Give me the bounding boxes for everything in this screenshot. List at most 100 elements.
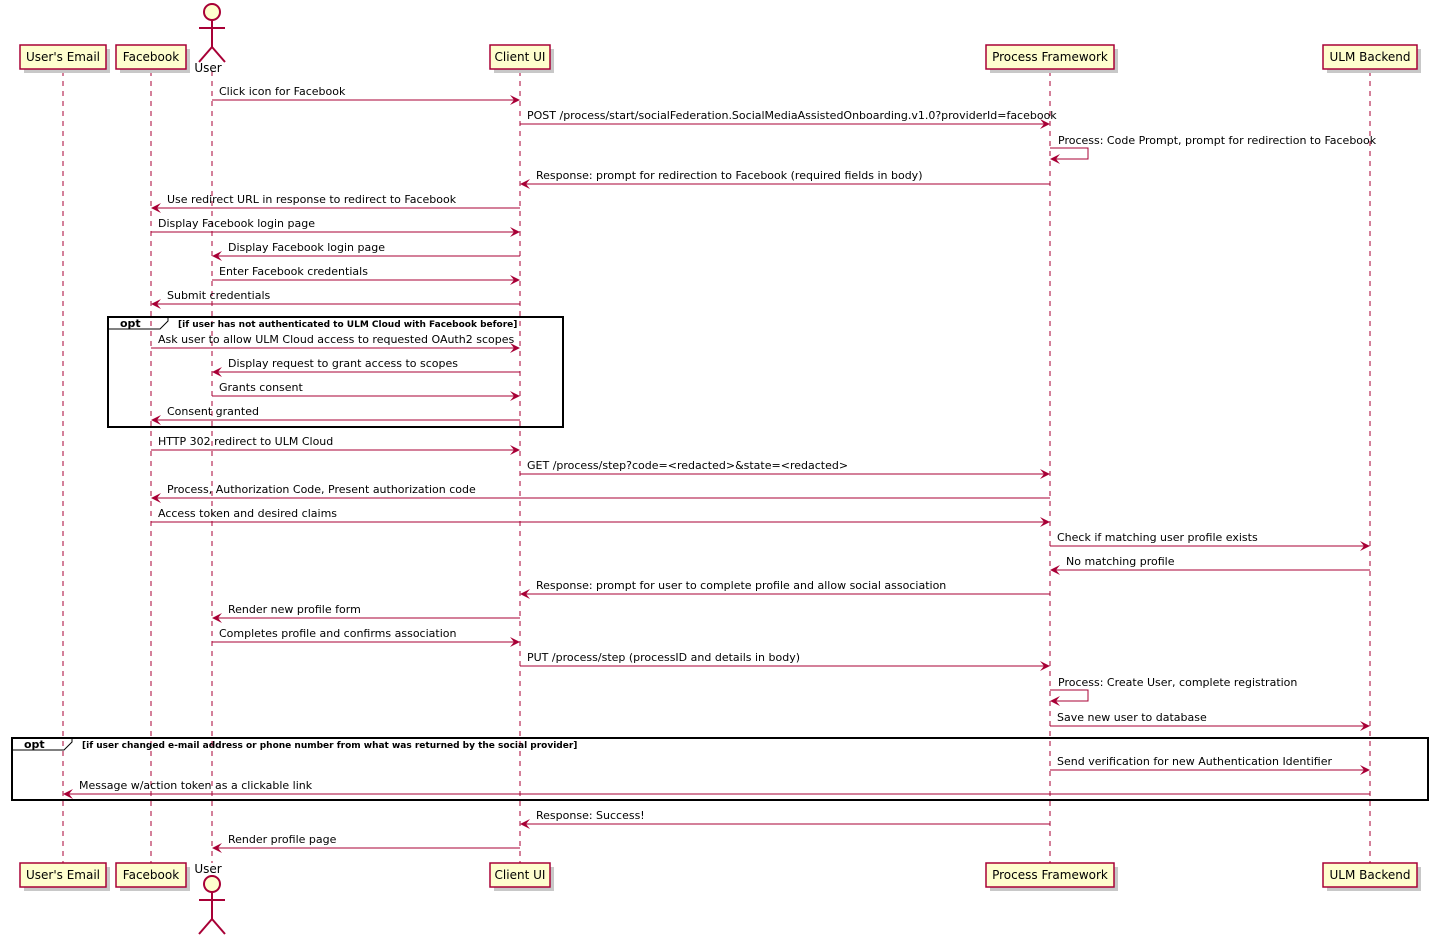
message-arrowhead — [1040, 469, 1050, 479]
participant-client-top: Client UI — [489, 44, 554, 73]
message-13: Consent granted — [151, 405, 520, 425]
message-label: Use redirect URL in response to redirect… — [167, 193, 457, 206]
participant-label-email: User's Email — [26, 50, 100, 64]
message-arrowhead — [151, 299, 161, 309]
message-label: Message w/action token as a clickable li… — [79, 779, 313, 792]
participant-box — [115, 862, 187, 888]
message-arrowhead — [510, 637, 520, 647]
participant-label-process: Process Framework — [992, 868, 1108, 882]
participant-ulm-bottom: ULM Backend — [1322, 862, 1421, 891]
message-arrowhead — [63, 789, 73, 799]
message-arrowhead — [1360, 721, 1370, 731]
participant-box — [19, 44, 107, 70]
message-arrowhead — [151, 415, 161, 425]
fragment-border — [107, 316, 564, 428]
message-arrowhead — [1050, 154, 1060, 164]
actor-head-bottom — [203, 875, 221, 893]
message-arrowhead — [510, 343, 520, 353]
message-21: Render new profile form — [212, 603, 520, 623]
message-18: Check if matching user profile exists — [1050, 531, 1370, 551]
fragment-label: opt — [24, 738, 45, 751]
message-10: Ask user to allow ULM Cloud access to re… — [151, 333, 520, 353]
fragment-opt-1: opt [if user has not authenticated to ULM… — [107, 316, 564, 428]
lifelines — [62, 71, 1371, 863]
message-label: POST /process/start/socialFederation.Soc… — [527, 109, 1057, 122]
fragment-label: opt — [120, 317, 141, 330]
message-self-line — [1050, 689, 1089, 702]
fragment-condition: [if user changed e-mail address or phone… — [82, 741, 577, 751]
participant-email-top: User's Email — [19, 44, 110, 73]
message-arrowhead — [1050, 696, 1060, 706]
message-arrowhead — [520, 179, 530, 189]
message-label: Response: prompt for redirection to Face… — [536, 169, 923, 182]
message-label: Save new user to database — [1057, 711, 1207, 724]
message-23: PUT /process/step (processID and details… — [520, 651, 1050, 671]
message-11: Display request to grant access to scope… — [212, 357, 520, 377]
message-26: Send verification for new Authentication… — [1050, 755, 1370, 775]
message-arrowhead — [510, 227, 520, 237]
message-arrowhead — [212, 367, 222, 377]
message-label: Send verification for new Authentication… — [1057, 755, 1332, 768]
participant-label-facebook: Facebook — [123, 50, 179, 64]
message-2: POST /process/start/socialFederation.Soc… — [520, 109, 1057, 129]
participant-box — [1322, 44, 1418, 70]
message-6: Display Facebook login page — [151, 217, 520, 237]
message-label: Enter Facebook credentials — [219, 265, 368, 278]
participant-label-facebook: Facebook — [123, 868, 179, 882]
participant-box — [19, 862, 107, 888]
message-24: Process: Create User, complete registrat… — [1050, 676, 1297, 706]
participant-label-user-bottom: User — [194, 862, 221, 876]
message-22: Completes profile and confirms associati… — [212, 627, 520, 647]
actor-bottom: User — [194, 862, 226, 935]
fragment-condition: [if user has not authenticated to ULM Cl… — [178, 320, 517, 330]
message-arrowhead — [510, 275, 520, 285]
message-label: Ask user to allow ULM Cloud access to re… — [158, 333, 514, 346]
message-self-line — [1050, 147, 1089, 160]
message-3: Process: Code Prompt, prompt for redirec… — [1050, 134, 1377, 164]
actor-leg-left-top — [198, 46, 213, 63]
participant-label-user-top: User — [194, 61, 221, 75]
participant-box — [1322, 862, 1418, 888]
message-arrowhead — [520, 819, 530, 829]
participant-label-process: Process Framework — [992, 50, 1108, 64]
participant-label-email: User's Email — [26, 868, 100, 882]
message-arrowhead — [1040, 661, 1050, 671]
fragment-tab — [12, 738, 73, 751]
message-arrowhead — [510, 95, 520, 105]
message-arrowhead — [1050, 565, 1060, 575]
message-label: Response: prompt for user to complete pr… — [536, 579, 946, 592]
message-17: Access token and desired claims — [151, 507, 1050, 527]
message-12: Grants consent — [212, 381, 520, 401]
participant-label-client: Client UI — [495, 50, 546, 64]
message-label: Consent granted — [167, 405, 259, 418]
message-15: GET /process/step?code=<redacted>&state=… — [520, 459, 1050, 479]
participant-ulm-top: ULM Backend — [1322, 44, 1421, 73]
participant-process-top: Process Framework — [985, 44, 1118, 73]
actor-leg-right-top — [211, 46, 226, 63]
message-label: Render profile page — [228, 833, 337, 846]
message-16: Process, Authorization Code, Present aut… — [151, 483, 1050, 503]
message-label: PUT /process/step (processID and details… — [527, 651, 800, 664]
message-arrowhead — [1360, 765, 1370, 775]
message-14: HTTP 302 redirect to ULM Cloud — [151, 435, 520, 455]
message-8: Enter Facebook credentials — [212, 265, 520, 285]
message-arrowhead — [1040, 119, 1050, 129]
message-label: Display Facebook login page — [158, 217, 315, 230]
message-19: No matching profile — [1050, 555, 1370, 575]
message-arrowhead — [212, 843, 222, 853]
message-1: Click icon for Facebook — [212, 85, 520, 105]
fragment-opt-2: opt [if user changed e-mail address or ph… — [11, 737, 1429, 801]
actor-top: User — [194, 3, 226, 75]
message-29: Render profile page — [212, 833, 520, 853]
participant-label-ulm: ULM Backend — [1330, 868, 1411, 882]
participant-facebook-top: Facebook — [115, 44, 190, 73]
participant-client-bottom: Client UI — [489, 862, 554, 891]
message-label: Render new profile form — [228, 603, 361, 616]
message-5: Use redirect URL in response to redirect… — [151, 193, 520, 213]
participant-box — [115, 44, 187, 70]
message-arrowhead — [520, 589, 530, 599]
participant-box — [489, 44, 551, 70]
